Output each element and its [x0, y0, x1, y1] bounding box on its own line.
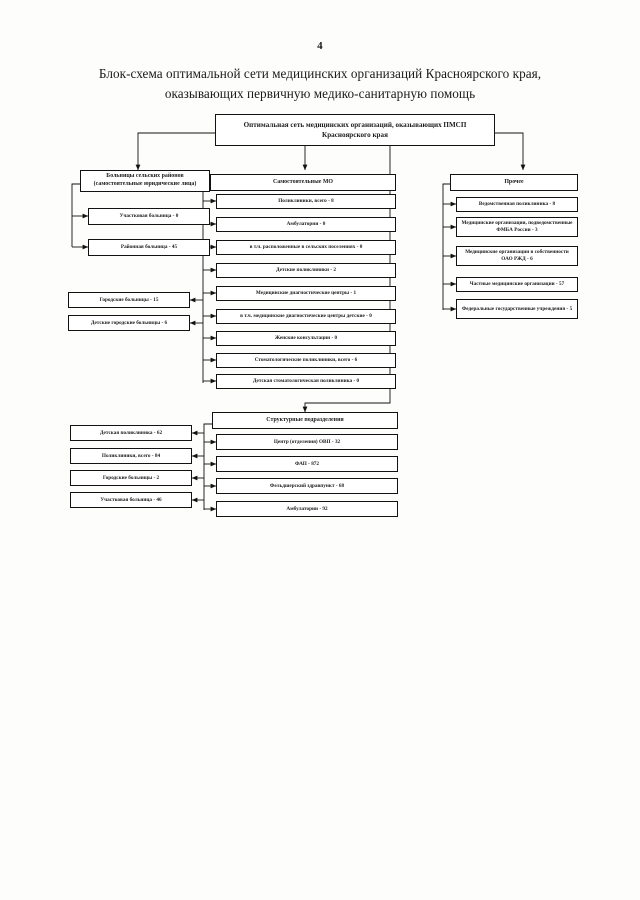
node-label: Городские больницы - 2	[102, 474, 160, 481]
node-independent-item-8: Детская стоматологическая поликлиника - …	[216, 374, 396, 389]
node-other-head: Прочее	[450, 174, 578, 191]
node-label: Частные медицинские организации - 57	[469, 281, 565, 288]
node-independent-head: Самостоятельные МО	[210, 174, 396, 191]
node-rural-item-0: Участковая больница - 0	[88, 208, 210, 225]
node-other-item-4: Федеральные государственные учреждения -…	[456, 299, 578, 319]
node-independent-item-5: в т.ч. медицинские диагностические центр…	[216, 309, 396, 324]
node-root-line1: Оптимальная сеть медицинских организаций…	[243, 120, 467, 129]
rural-head-line1: Больницы сельских районов	[106, 173, 184, 180]
block-diagram: Оптимальная сеть медицинских организаций…	[68, 114, 578, 517]
node-label: Медицинские организации, подведомственны…	[461, 220, 573, 233]
node-label: Медицинские организации в собственности …	[465, 249, 569, 262]
node-independent-item-0: Поликлиники, всего - 8	[216, 194, 396, 209]
node-city-item-1: Детские городские больницы - 6	[68, 315, 190, 331]
node-rural-item-1: Районная больница - 45	[88, 239, 210, 256]
node-structural-left-2: Городские больницы - 2	[70, 470, 192, 486]
node-label: Центр (отделения) ОВП - 32	[273, 438, 341, 445]
node-structural-left-3: Участковая больница - 46	[70, 492, 192, 508]
title-line-2: оказывающих первичную медико-санитарную …	[164, 86, 476, 102]
node-structural-item-0: Центр (отделения) ОВП - 32	[216, 434, 398, 450]
node-label: Стоматологические поликлиники, всего - 6	[254, 357, 358, 364]
node-root-line2: Красноярского края	[322, 131, 388, 139]
node-structural-head: Структурные подразделения	[212, 412, 398, 429]
node-label: ФАП - 872	[294, 460, 320, 467]
node-label: Федеральные государственные учреждения -…	[461, 305, 573, 312]
node-label: Структурные подразделения	[266, 416, 344, 423]
node-label: Поликлиники, всего - 8	[278, 198, 334, 205]
node-root: Оптимальная сеть медицинских организаций…	[215, 114, 495, 146]
node-independent-item-6: Женские консультации - 0	[216, 331, 396, 346]
node-label: Участковая больница - 46	[100, 496, 162, 503]
node-label: Участковая больница - 0	[119, 213, 179, 220]
node-label: Амбулатории - 92	[286, 505, 328, 512]
node-other-item-2: Медицинские организации в собственности …	[456, 246, 578, 266]
node-independent-item-1: Амбулатории - 0	[216, 217, 396, 232]
node-label: Женские консультации - 0	[274, 335, 338, 342]
node-rural-head: Больницы сельских районов (самостоятельн…	[80, 170, 210, 192]
node-label: Самостоятельные МО	[272, 178, 334, 185]
node-structural-item-2: Фельдшерский здравпункт - 68	[216, 478, 398, 494]
node-label: Поликлиники, всего - 84	[101, 452, 161, 459]
node-independent-item-7: Стоматологические поликлиники, всего - 6	[216, 353, 396, 368]
node-label: Прочее	[504, 178, 524, 185]
node-other-item-3: Частные медицинские организации - 57	[456, 277, 578, 292]
node-label: в т.ч. медицинские диагностические центр…	[240, 313, 372, 320]
node-other-item-0: Ведомственная поликлиника - 8	[456, 197, 578, 212]
node-label: Детские городские больницы - 6	[90, 319, 168, 326]
node-label: Детская стоматологическая поликлиника - …	[252, 378, 360, 385]
node-label: Городские больницы - 15	[99, 296, 159, 303]
title-line-1: Блок-схема оптимальной сети медицинских …	[98, 66, 542, 81]
node-independent-item-3: Детские поликлиники - 2	[216, 263, 396, 278]
node-structural-left-0: Детская поликлиника - 62	[70, 425, 192, 441]
node-label: Медицинские диагностические центры - 1	[255, 290, 357, 297]
node-structural-item-3: Амбулатории - 92	[216, 501, 398, 517]
node-structural-left-1: Поликлиники, всего - 84	[70, 448, 192, 464]
page-title: Блок-схема оптимальной сети медицинских …	[48, 64, 592, 104]
node-label: Фельдшерский здравпункт - 68	[269, 482, 345, 489]
node-other-item-1: Медицинские организации, подведомственны…	[456, 217, 578, 237]
rural-head-line2: (самостоятельные юридические лица)	[93, 181, 197, 187]
node-independent-item-2: в т.ч. расположенные в сельских поселени…	[216, 240, 396, 255]
node-label: Районная больница - 45	[120, 244, 178, 251]
node-label: в т.ч. расположенные в сельских поселени…	[249, 244, 363, 251]
node-label: Детские поликлиники - 2	[275, 267, 337, 274]
node-label: Амбулатории - 0	[286, 221, 326, 228]
node-structural-item-1: ФАП - 872	[216, 456, 398, 472]
page-number: 4	[317, 40, 323, 52]
node-label: Детская поликлиника - 62	[99, 429, 163, 436]
node-city-item-0: Городские больницы - 15	[68, 292, 190, 308]
node-label: Ведомственная поликлиника - 8	[478, 201, 556, 208]
node-independent-item-4: Медицинские диагностические центры - 1	[216, 286, 396, 301]
